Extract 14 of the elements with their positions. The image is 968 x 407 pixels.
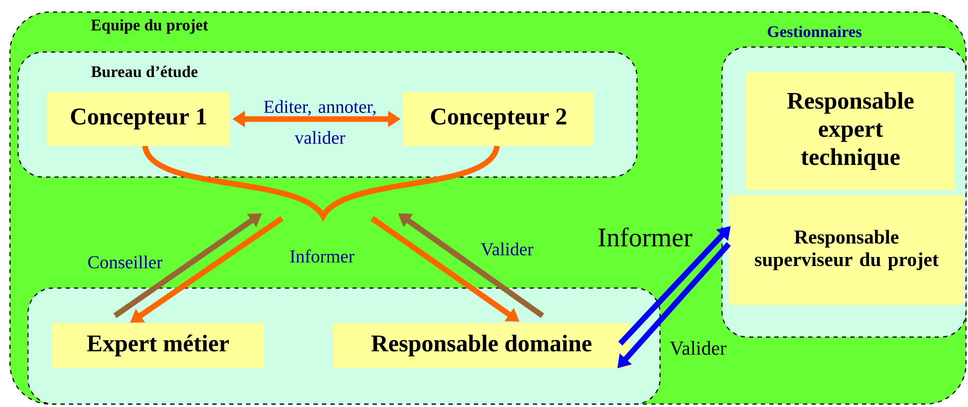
edge-label: Valider [480, 242, 534, 256]
node-label: Gestionnaires [768, 26, 862, 38]
role-box: Concepteur 1 [47, 92, 230, 146]
edge-label: Informer [290, 249, 354, 263]
edge-label: Informer [598, 227, 692, 247]
role-box: Expert métier [52, 323, 264, 368]
edge-label: Valider [670, 341, 726, 355]
edge-label: Editer, annoter, valider [264, 100, 376, 144]
role-box: Responsable superviseur du projet [729, 195, 964, 305]
role-box: Concepteur 2 [403, 92, 594, 146]
brace [142, 144, 500, 219]
edge-label: Conseiller [88, 256, 162, 268]
role-box: Responsable expert technique [746, 72, 956, 190]
role-box: Responsable domaine [333, 323, 630, 368]
